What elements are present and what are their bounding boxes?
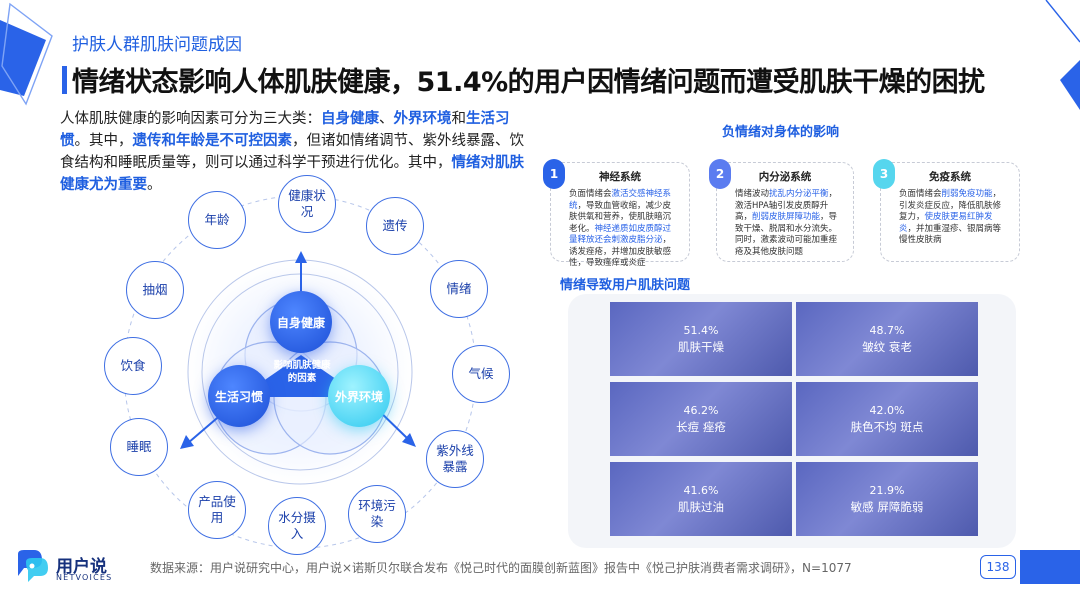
impact-card-endocrine: 2 内分泌系统 情绪波动扰乱内分泌平衡，激活HPA轴引发皮质醇升高，削弱皮肤屏障… bbox=[709, 159, 854, 262]
problem-label: 肌肤过油 bbox=[678, 499, 724, 514]
corner-decoration bbox=[0, 2, 53, 106]
card-body: 情绪波动扰乱内分泌平衡，激活HPA轴引发皮质醇升高，削弱皮肤屏障功能，导致干燥、… bbox=[735, 189, 838, 257]
problem-percent: 42.0% bbox=[869, 403, 905, 417]
title-accent-bar bbox=[62, 66, 67, 94]
card-body: 负面情绪会激活交感神经系统，导致血管收缩，减少皮肤供氧和营养，使肌肤暗沉老化。神… bbox=[569, 189, 672, 268]
factor-diagram: 健康状况 遗传 情绪 气候 紫外线暴露 环境污染 水分摄入 产品使用 睡眠 饮食… bbox=[90, 175, 510, 560]
problem-label: 皱纹 衰老 bbox=[862, 339, 912, 354]
factor-product-use: 产品使用 bbox=[188, 481, 246, 539]
factor-age: 年龄 bbox=[188, 191, 246, 249]
problem-label: 肌肤干燥 bbox=[678, 339, 724, 354]
problem-tile: 21.9% 敏感 屏障脆弱 bbox=[796, 462, 978, 536]
factor-genetics: 遗传 bbox=[366, 197, 424, 255]
page-number: 138 bbox=[980, 555, 1016, 579]
problem-percent: 51.4% bbox=[683, 323, 719, 337]
problem-label: 敏感 屏障脆弱 bbox=[850, 499, 924, 514]
card-number: 2 bbox=[709, 159, 731, 189]
brand-subname: NETVOICES bbox=[56, 573, 113, 582]
factor-diet: 饮食 bbox=[104, 337, 162, 395]
factor-emotion: 情绪 bbox=[430, 260, 488, 318]
problem-tile: 41.6% 肌肤过油 bbox=[610, 462, 792, 536]
problem-percent: 48.7% bbox=[869, 323, 905, 337]
problem-label: 长痘 痤疮 bbox=[676, 419, 726, 434]
intro-paragraph: 人体肌肤健康的影响因素可分为三大类：自身健康、外界环境和生活习惯。其中，遗传和年… bbox=[60, 111, 524, 193]
problem-percent: 46.2% bbox=[683, 403, 719, 417]
corner-decoration-right bbox=[1045, 0, 1080, 110]
factor-climate: 气候 bbox=[452, 345, 510, 403]
card-title: 神经系统 bbox=[599, 171, 641, 183]
page-tab-decoration bbox=[1020, 550, 1080, 584]
data-source: 数据来源：用户说研究中心，用户说×诺斯贝尔联合发布《悦己时代的面膜创新蓝图》报告… bbox=[150, 561, 852, 575]
factor-health-status: 健康状况 bbox=[278, 175, 336, 233]
card-body: 负面情绪会削弱免疫功能，引发炎症反应，降低肌肤修复力，使皮肤更易红肿发炎，并加重… bbox=[899, 189, 1002, 245]
impact-card-immune: 3 免疫系统 负面情绪会削弱免疫功能，引发炎症反应，降低肌肤修复力，使皮肤更易红… bbox=[873, 159, 1020, 262]
factor-smoking: 抽烟 bbox=[126, 261, 184, 319]
core-center-label: 影响肌肤健康的因素 bbox=[273, 360, 331, 384]
problem-tile: 51.4% 肌肤干燥 bbox=[610, 302, 792, 376]
card-title: 免疫系统 bbox=[929, 171, 971, 183]
brand-logo-icon bbox=[18, 550, 48, 582]
core-environment: 外界环境 bbox=[328, 365, 390, 427]
page-title: 情绪状态影响人体肌肤健康，51.4%的用户因情绪问题而遭受肌肤干燥的困扰 bbox=[72, 67, 985, 98]
skin-problem-panel: 51.4% 肌肤干燥 48.7% 皱纹 衰老 46.2% 长痘 痤疮 42.0%… bbox=[568, 294, 1016, 548]
problem-label: 肤色不均 斑点 bbox=[850, 419, 924, 434]
problem-tile: 46.2% 长痘 痤疮 bbox=[610, 382, 792, 456]
brand-name: 用户说 bbox=[56, 557, 107, 577]
card-title: 内分泌系统 bbox=[758, 171, 812, 183]
problem-tile: 48.7% 皱纹 衰老 bbox=[796, 302, 978, 376]
impact-card-nervous: 1 神经系统 负面情绪会激活交感神经系统，导致血管收缩，减少皮肤供氧和营养，使肌… bbox=[543, 159, 690, 268]
factor-pollution: 环境污染 bbox=[348, 485, 406, 543]
factor-uv-exposure: 紫外线暴露 bbox=[426, 430, 484, 488]
impact-heading: 负情绪对身体的影响 bbox=[722, 125, 840, 140]
card-number: 3 bbox=[873, 159, 895, 189]
core-lifestyle: 生活习惯 bbox=[208, 365, 270, 427]
card-number: 1 bbox=[543, 159, 565, 189]
factor-sleep: 睡眠 bbox=[110, 418, 168, 476]
core-self-health: 自身健康 bbox=[270, 291, 332, 353]
problems-heading: 情绪导致用户肌肤问题 bbox=[560, 278, 691, 293]
factor-water-intake: 水分摄入 bbox=[268, 497, 326, 555]
problem-tile: 42.0% 肤色不均 斑点 bbox=[796, 382, 978, 456]
problem-percent: 21.9% bbox=[869, 483, 905, 497]
problem-percent: 41.6% bbox=[683, 483, 719, 497]
section-tag: 护肤人群肌肤问题成因 bbox=[72, 35, 242, 55]
